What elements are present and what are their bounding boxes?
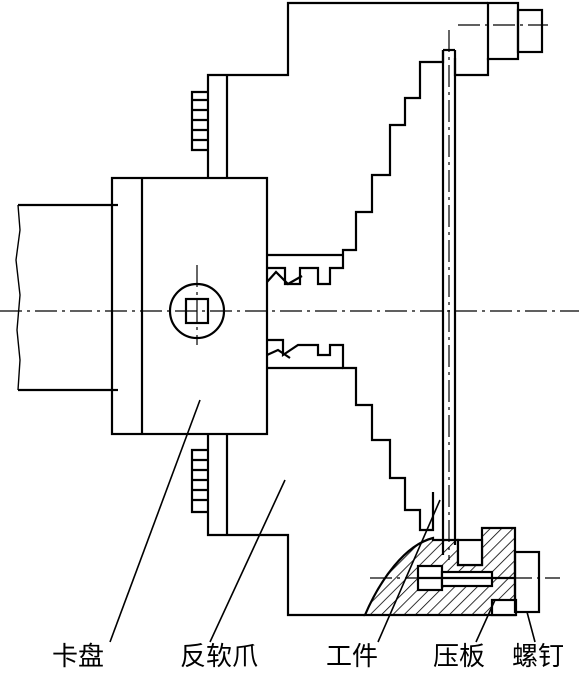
label-soft-jaw: 反软爪 <box>180 642 259 672</box>
lower-soft-jaw <box>190 253 435 617</box>
upper-bolt <box>486 1 544 61</box>
center-lines <box>0 24 579 579</box>
upper-soft-jaw <box>190 1 490 286</box>
leader-lines <box>109 399 536 643</box>
chuck-body <box>110 176 269 436</box>
label-workpiece: 工件 <box>326 642 379 672</box>
label-clamp-plate: 压板 <box>433 642 486 672</box>
spindle <box>15 203 112 392</box>
label-screw: 螺钉 <box>512 642 565 672</box>
label-chuck: 卡盘 <box>52 642 105 672</box>
